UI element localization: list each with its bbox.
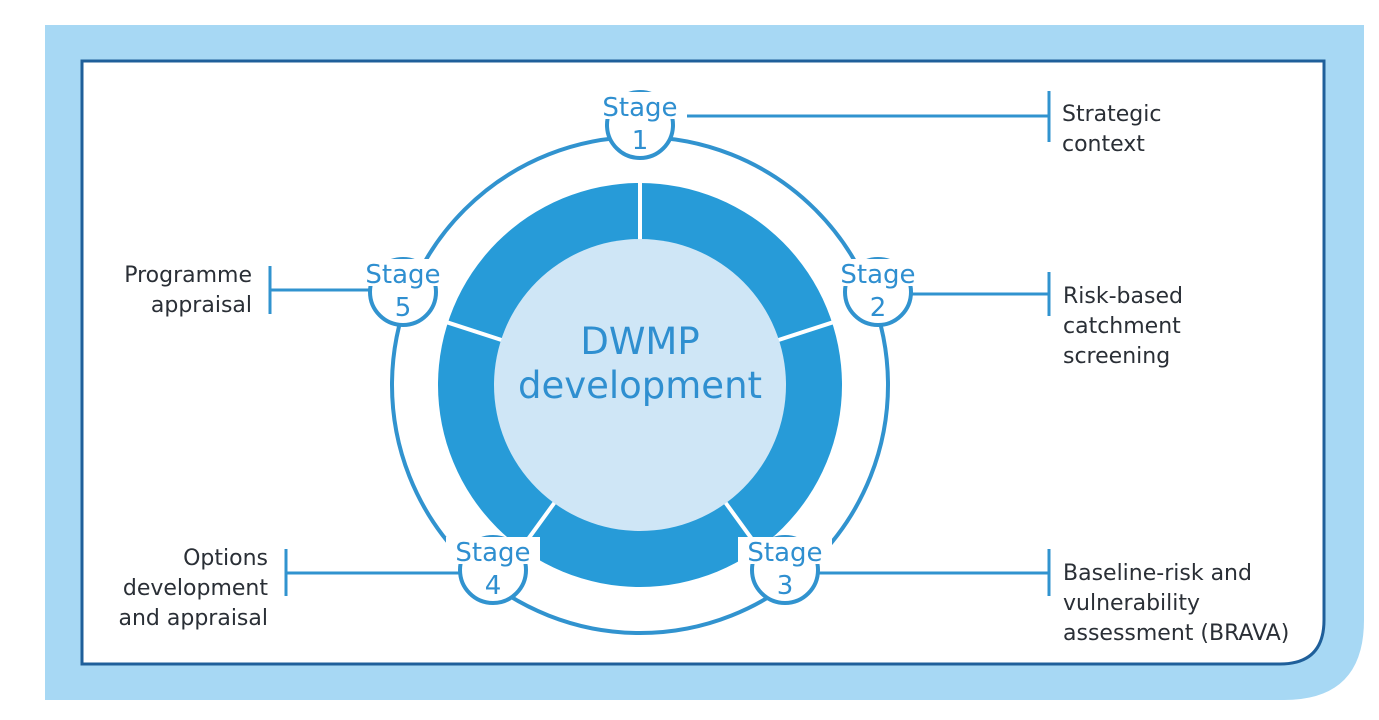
stage-5-title-backdrop [356, 259, 450, 286]
stage-1-number: 1 [632, 126, 649, 156]
stage-5-number: 5 [395, 293, 412, 323]
stage-5-description-line: appraisal [151, 293, 252, 318]
stage-3-title: Stage [747, 538, 822, 568]
stage-1-description: Strategic context [1062, 102, 1161, 157]
center-title-line-2: development [518, 364, 762, 407]
stage-5-description: Programme appraisal [124, 263, 252, 318]
stage-3-title-backdrop [738, 537, 832, 564]
center-disc [494, 239, 786, 531]
stage-1-title-backdrop [593, 92, 687, 119]
wheel-segment-divider [445, 320, 504, 343]
stage-4-title: Stage [455, 538, 530, 568]
stage-4-number: 4 [485, 571, 502, 601]
stage-2-description: Risk-based catchment screening [1063, 284, 1183, 369]
stage-2-description-line: screening [1063, 344, 1170, 369]
stage-4-description-line: Options [183, 546, 268, 571]
stage-4-description: Options development and appraisal [119, 546, 269, 631]
stage-3-description-line: vulnerability [1063, 591, 1200, 616]
stage-3-number: 3 [777, 571, 794, 601]
stage-2-number: 2 [870, 293, 887, 323]
stage-2-title: Stage [840, 260, 915, 290]
stage-1-description-line: context [1062, 132, 1145, 157]
stage-4-description-line: and appraisal [119, 606, 269, 631]
stage-1-title: Stage [602, 93, 677, 123]
stage-2-title-backdrop [831, 259, 925, 286]
stage-3-description-line: assessment (BRAVA) [1063, 621, 1289, 646]
stage-1-description-line: Strategic [1062, 102, 1161, 127]
stage-5-description-line: Programme [124, 263, 252, 288]
stage-3-description-line: Baseline-risk and [1063, 561, 1252, 586]
stage-3-description: Baseline-risk and vulnerability assessment… [1063, 561, 1289, 646]
stage-5-title: Stage [365, 260, 440, 290]
stage-4-title-backdrop [446, 537, 540, 564]
wheel-segment-divider [776, 320, 835, 343]
center-title-line-1: DWMP [580, 320, 699, 363]
stage-4-description-line: development [123, 576, 269, 601]
stage-2-description-line: Risk-based [1063, 284, 1183, 309]
stage-2-description-line: catchment [1063, 314, 1181, 339]
